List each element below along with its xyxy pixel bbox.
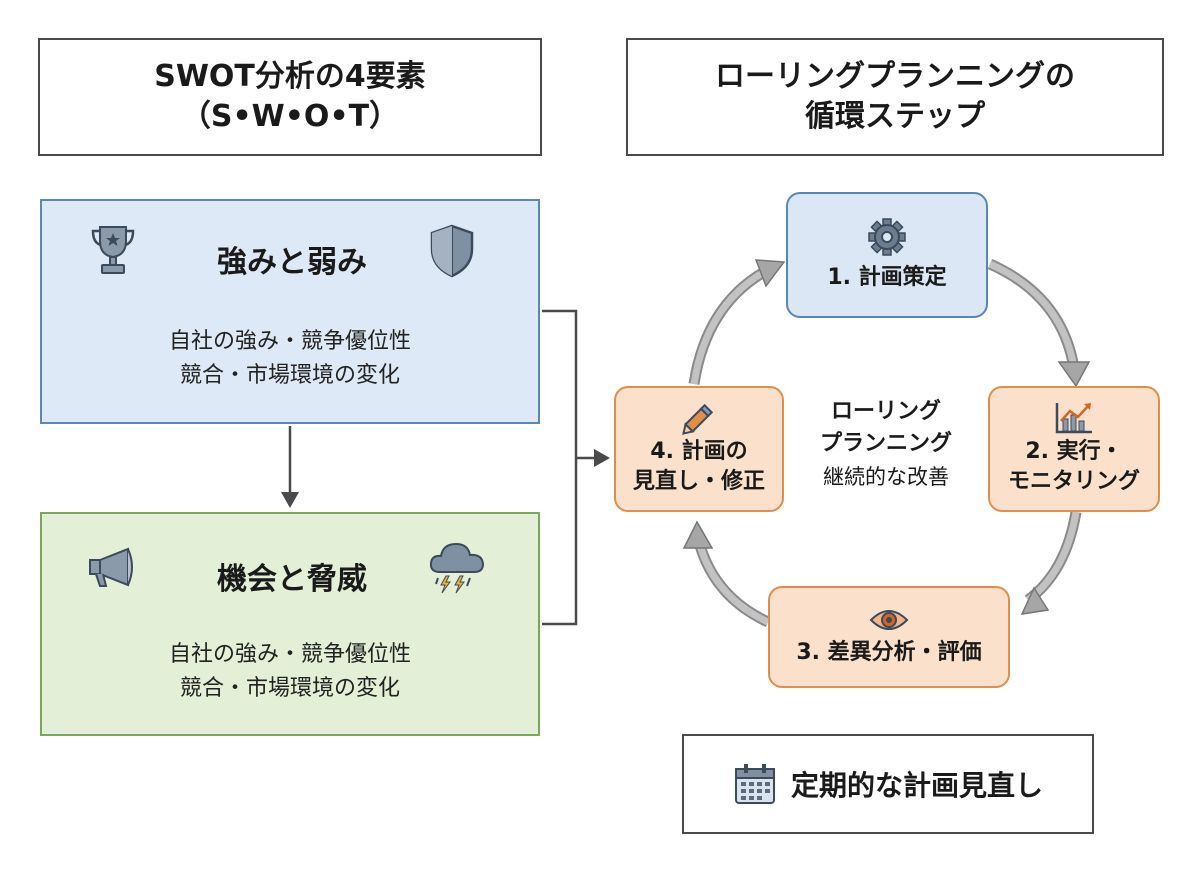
- periodic-review-box: 定期的な計画見直し: [682, 734, 1094, 834]
- cycle-center-label: ローリング プランニング 継続的な改善: [786, 396, 986, 492]
- cycle-arrow-4-to-1: [688, 259, 786, 385]
- trophy-icon: [91, 226, 135, 274]
- step-3-label: 3. 差異分析・評価: [796, 640, 982, 666]
- strengths-weaknesses-box: 強みと弱み 自社の強み・競争優位性 競合・市場環境の変化: [40, 199, 540, 424]
- step-1-planning: 1. 計画策定: [786, 192, 988, 318]
- swot-title-line1: SWOT分析の4要素: [154, 58, 426, 94]
- chart-icon: [1055, 403, 1092, 434]
- step-2-label-line2: モニタリング: [1007, 469, 1140, 494]
- cycle-arrow-1-to-2: [987, 258, 1091, 388]
- center-line3: 継続的な改善: [823, 464, 949, 489]
- center-line1: ローリング: [830, 399, 941, 424]
- center-line2: プランニング: [819, 430, 952, 456]
- step-4-label-line2: 見直し・修正: [632, 469, 765, 494]
- pencil-icon: [682, 404, 714, 436]
- opportunities-desc-line2: 競合・市場環境の変化: [179, 676, 400, 702]
- strengths-desc-line1: 自社の強み・競争優位性: [168, 329, 411, 354]
- opportunities-threats-box: 機会と脅威 自社の強み・競争優位性 競合・市場環境の変化: [40, 512, 540, 736]
- step-4-label-line1: 4. 計画の: [650, 439, 748, 465]
- swot-title-line2: （S•W•O•T）: [180, 99, 400, 134]
- shield-icon: [430, 224, 474, 278]
- rolling-title-line1: ローリングプランニングの: [715, 58, 1075, 94]
- step-1-label: 1. 計画策定: [827, 265, 947, 291]
- step-2-execution: 2. 実行・ モニタリング: [988, 386, 1160, 512]
- opportunities-threats-desc: 自社の強み・競争優位性 競合・市場環境の変化: [42, 638, 538, 706]
- swot-title-box: SWOT分析の4要素 （S•W•O•T）: [38, 38, 542, 156]
- gear-icon: [868, 218, 906, 256]
- megaphone-icon: [89, 547, 133, 587]
- bracket-to-cycle-arrowhead: [594, 449, 610, 467]
- rolling-title-box: ローリングプランニングの 循環ステップ: [626, 38, 1164, 156]
- step-3-variance-analysis: 3. 差異分析・評価: [768, 586, 1010, 688]
- storm-cloud-icon: [429, 542, 485, 594]
- strengths-desc-line2: 競合・市場環境の変化: [179, 363, 400, 389]
- step-4-plan-revision: 4. 計画の 見直し・修正: [614, 386, 784, 512]
- eye-icon: [869, 610, 909, 631]
- opportunities-desc-line1: 自社の強み・競争優位性: [168, 642, 411, 667]
- strengths-weaknesses-desc: 自社の強み・競争優位性 競合・市場環境の変化: [42, 325, 538, 393]
- step-2-label-line1: 2. 実行・: [1025, 439, 1123, 465]
- cycle-arrow-2-to-3: [1020, 511, 1082, 615]
- strengths-weaknesses-heading: 強みと弱み: [217, 245, 367, 280]
- swot-down-arrowhead: [281, 492, 299, 508]
- swot-bracket-connector: [542, 309, 578, 626]
- periodic-review-label: 定期的な計画見直し: [790, 769, 1043, 802]
- calendar-icon: [734, 764, 775, 804]
- rolling-title-line2: 循環ステップ: [805, 99, 985, 134]
- opportunities-threats-heading: 機会と脅威: [217, 562, 367, 597]
- cycle-arrow-3-to-4: [682, 520, 771, 627]
